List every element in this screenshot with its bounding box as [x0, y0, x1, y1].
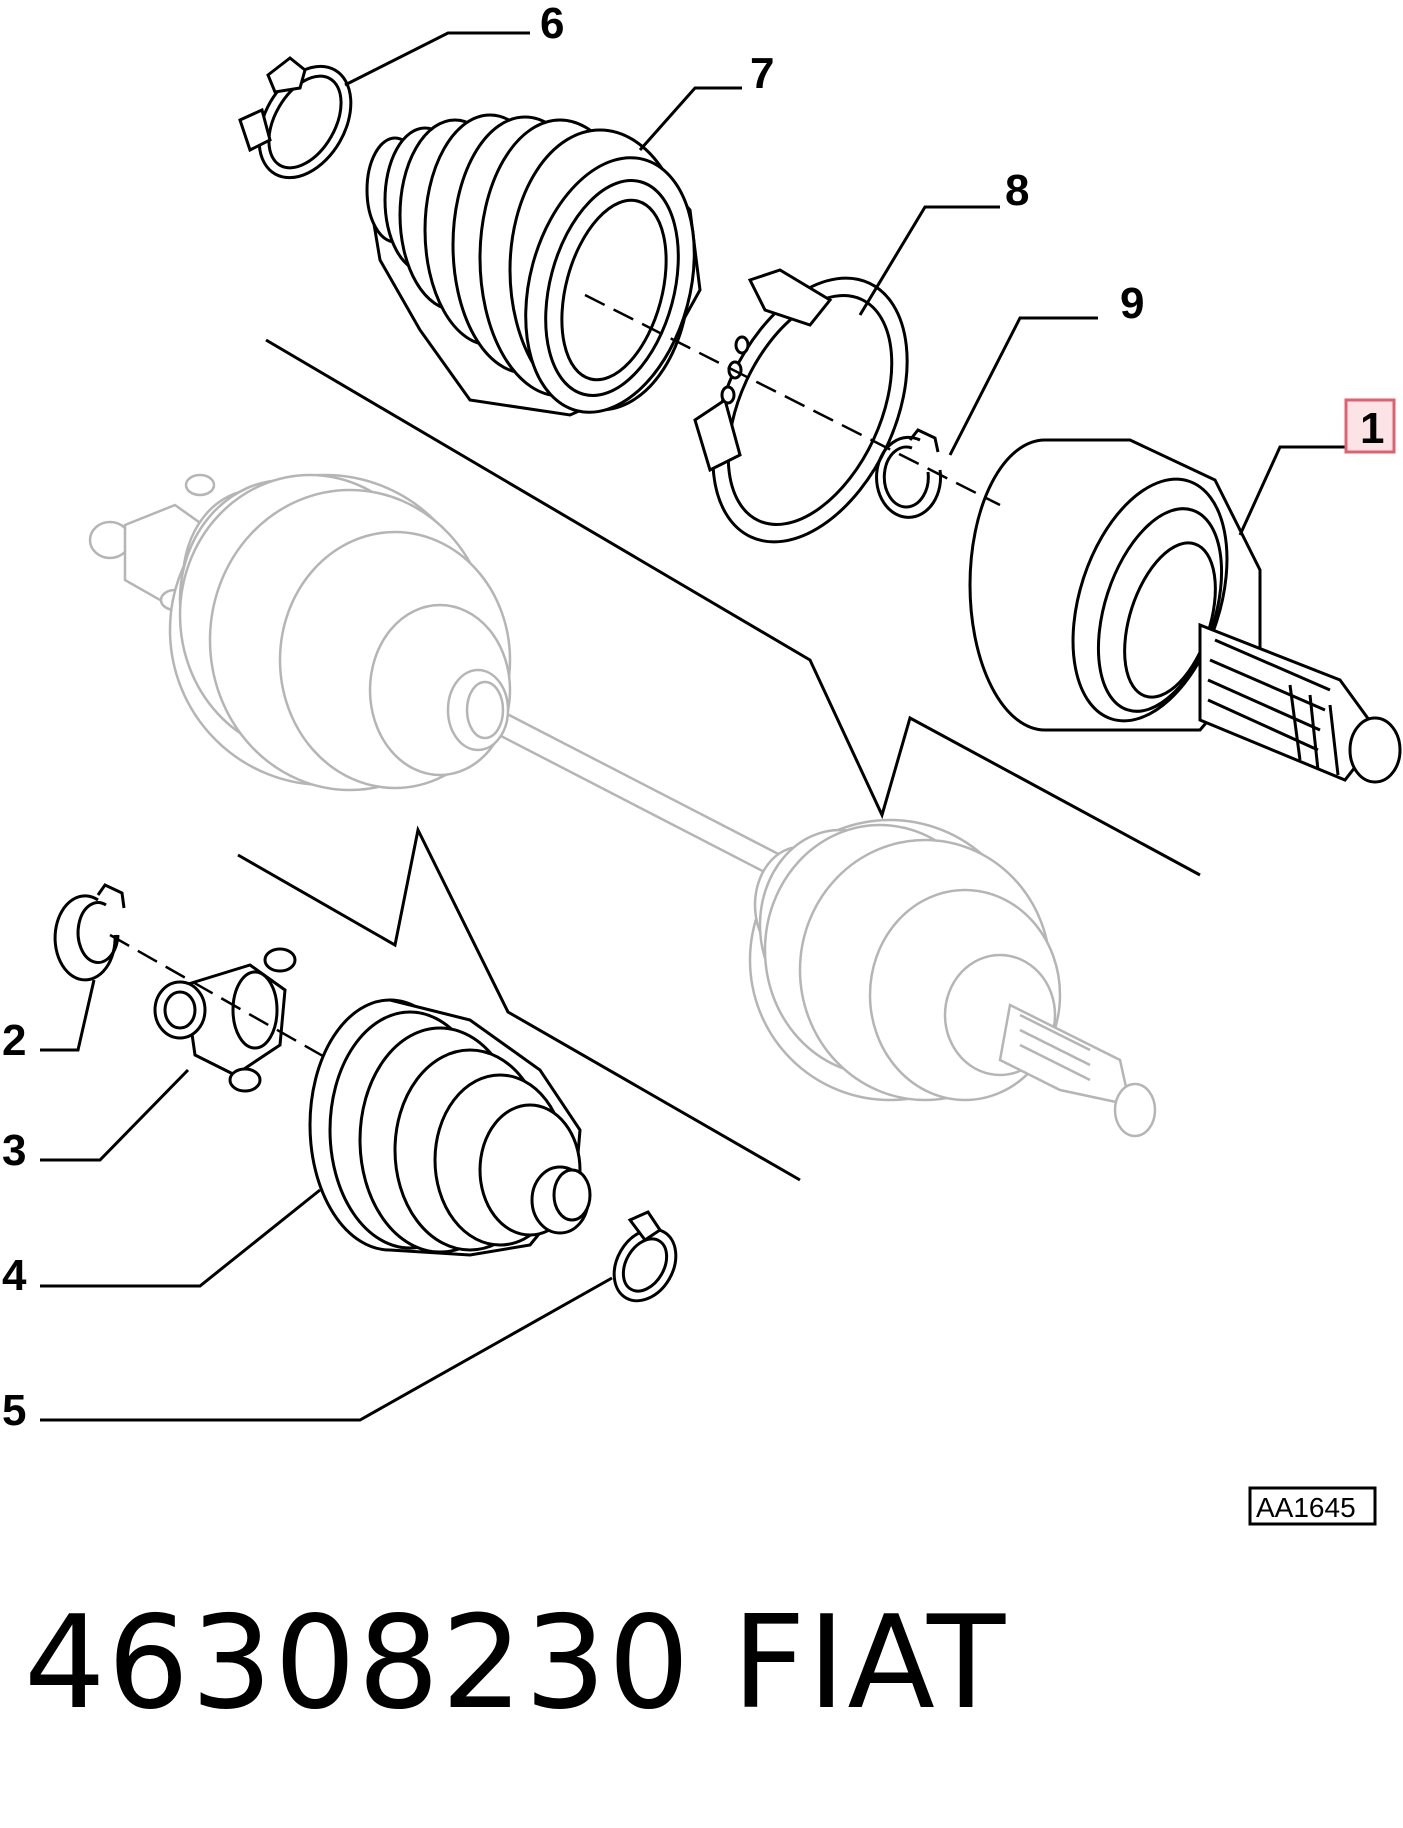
section-divider-upper — [265, 338, 1201, 877]
callout-7: 7 — [750, 49, 774, 98]
drive-shaft-assembly-ghost — [88, 473, 1157, 1138]
part-number: 46308230 — [24, 1589, 692, 1738]
callout-2: 2 — [2, 1016, 26, 1065]
callout-9: 9 — [1120, 279, 1144, 328]
part-2-circlip — [53, 883, 126, 982]
part-1-cv-joint — [968, 438, 1402, 784]
callout-5: 5 — [2, 1386, 26, 1435]
brand-name: FIAT — [732, 1589, 1008, 1738]
part-4-inner-boot — [308, 998, 592, 1257]
part-5-clamp-band — [612, 1210, 678, 1303]
part-6-clamp-band — [238, 56, 353, 180]
section-divider-lower — [237, 825, 801, 1182]
callout-labels: 1 2 3 4 5 6 7 8 9 — [2, 0, 1396, 1435]
assembly-axis-lines — [109, 293, 1001, 1062]
part-8-large-clamp-band — [693, 268, 909, 544]
callout-8: 8 — [1005, 166, 1029, 215]
callout-1: 1 — [1360, 404, 1384, 453]
callout-4: 4 — [2, 1251, 27, 1300]
part-3-tripod-joint — [153, 947, 297, 1093]
part-7-outer-cv-boot — [365, 113, 702, 417]
reference-code-box: AA1645 — [1248, 1486, 1377, 1526]
leader-lines — [40, 31, 1352, 1422]
callout-3: 3 — [2, 1126, 26, 1175]
callout-6: 6 — [540, 0, 564, 48]
callout-1-highlight — [1344, 398, 1396, 454]
reference-code: AA1645 — [1256, 1492, 1356, 1523]
part-9-circlip — [875, 428, 942, 519]
